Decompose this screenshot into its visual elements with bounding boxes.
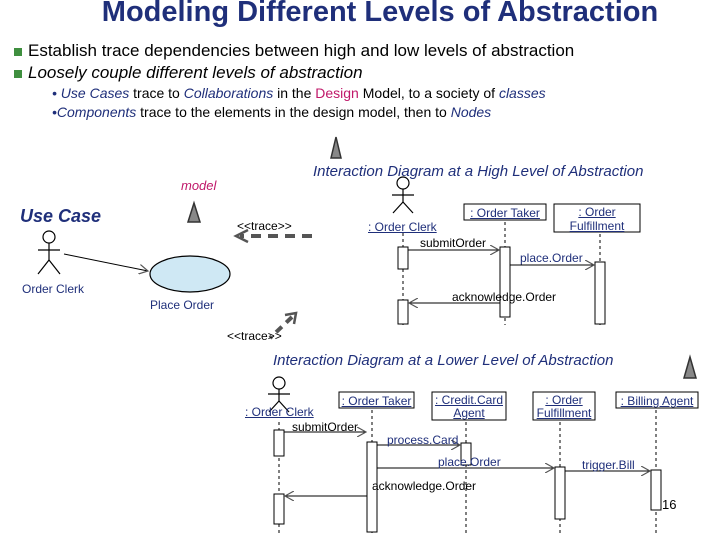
actor-icon [37,230,61,275]
bullet-1: Establish trace dependencies between hig… [14,41,574,61]
bullet-square-icon [14,47,22,56]
actor-icon [392,176,414,214]
page-title: Modeling Different Levels of Abstraction [101,0,659,28]
high-msg-ack: acknowledge.Order [452,290,557,304]
high-obj-order-taker: : Order Taker [470,206,540,220]
sub-bullet-2: •Components trace to the elements in the… [52,104,492,120]
low-obj-fulfill-2: Fulfillment [536,406,592,420]
sub-bullet-1: • Use Cases trace to Collaborations in t… [52,85,546,101]
use-case-place-order: Place Order [150,298,215,312]
high-obj-order-clerk: : Order Clerk [368,220,437,234]
low-obj-fulfill-1: : Order [545,393,583,407]
bullet-2: Loosely couple different levels of abstr… [14,63,363,83]
use-case-ellipse [149,255,231,293]
high-msg-submit: submitOrder [420,236,487,250]
page-number: 16 [662,497,677,512]
low-obj-order-clerk: : Order Clerk [245,405,314,419]
low-msg-trigger: trigger.Bill [582,458,635,472]
bullet-square-icon [14,69,22,78]
use-case-label: Use Case [20,206,102,226]
low-msg-process: process.Card [387,433,459,447]
actor-order-clerk: Order Clerk [22,282,85,296]
high-obj-fulfillment-2: Fulfillment [569,219,625,233]
low-msg-submit: submitOrder [292,420,359,434]
low-obj-credit-2: Agent [453,406,485,420]
actor-icon [268,376,290,413]
low-level-caption: Interaction Diagram at a Lower Level of … [273,352,614,369]
low-msg-place: place.Order [438,455,501,469]
trace-token-icon [186,200,202,223]
low-obj-credit-1: : Credit.Card [434,393,504,407]
high-msg-place: place.Order [520,251,583,265]
high-obj-fulfillment-1: : Order [578,205,616,219]
trace-token-icon [683,354,697,379]
low-obj-billing: : Billing Agent [620,394,694,408]
trace-label-top: <<trace>> [237,219,292,233]
low-obj-order-taker: : Order Taker [341,394,412,408]
trace-label-bottom: <<trace>> [227,329,282,343]
low-msg-ack: acknowledge.Order [372,479,477,493]
model-label: model [181,178,217,193]
high-level-caption: Interaction Diagram at a High Level of A… [313,163,644,180]
trace-token-icon [330,136,342,159]
